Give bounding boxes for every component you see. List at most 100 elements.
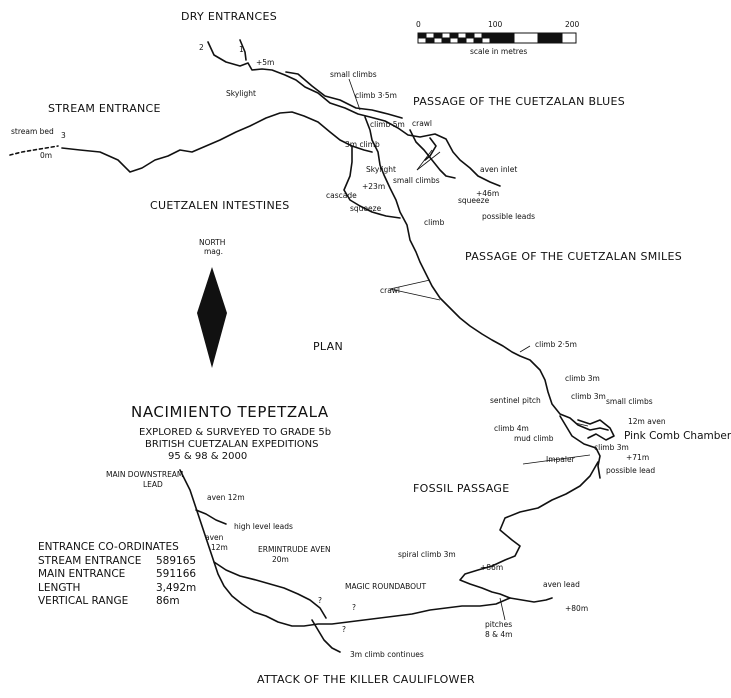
label-climb-3-5: climb 3·5m	[355, 91, 397, 100]
passage-pink-comb-loop	[577, 419, 615, 441]
passage-cascade-link	[343, 145, 401, 219]
coord-label: MAIN ENTRANCE	[38, 568, 126, 580]
north-label: NORTH	[199, 238, 226, 247]
map-subtitle-1: EXPLORED & SURVEYED TO GRADE 5b	[139, 427, 332, 438]
label-pitches-2: 8 & 4m	[485, 630, 513, 639]
coord-row: LENGTH 3,492m	[38, 582, 196, 596]
label-climb-5: climb 5m	[370, 120, 405, 129]
label-entrance-3: 3	[61, 131, 66, 140]
north-mag-label: mag.	[204, 247, 224, 256]
passage-high-level	[195, 509, 227, 525]
label-climb-4m: climb 4m	[494, 424, 529, 433]
label-climb-continues: 3m climb continues	[350, 650, 424, 659]
entrance-coordinates: ENTRANCE CO-ORDINATES STREAM ENTRANCE 589…	[38, 541, 196, 609]
q-mark-2: ?	[342, 625, 346, 634]
q-mark-3: ?	[352, 603, 356, 612]
scale-bar	[417, 32, 577, 44]
label-0m: 0m	[40, 151, 53, 160]
north-arrow-icon	[197, 267, 227, 368]
passage-blues-upper	[285, 71, 403, 119]
label-mud-climb: mud climb	[514, 434, 554, 443]
coord-value: 591166	[156, 568, 197, 580]
label-stream-bed: stream bed	[11, 127, 54, 136]
label-main-downstream-1: MAIN DOWNSTREAM	[106, 470, 184, 479]
coord-label: LENGTH	[38, 581, 81, 594]
coord-value: 589165	[156, 554, 197, 567]
label-climb-mid: climb	[424, 218, 445, 227]
coord-label: VERTICAL RANGE	[38, 595, 129, 607]
label-skylight-mid: Skylight	[366, 165, 396, 174]
passage-pink-comb	[559, 415, 601, 479]
label-climb-3m-c: climb 3m	[594, 443, 629, 452]
map-title: NACIMIENTO TEPETZALA	[131, 403, 329, 421]
label-aven-left-2: 12m	[211, 543, 228, 552]
passage-inner-loop	[213, 561, 327, 619]
label-spiral-climb: spiral climb 3m	[398, 550, 456, 559]
coord-label: STREAM ENTRANCE	[38, 554, 142, 567]
passage-main-trunk	[364, 116, 609, 431]
label-cuetzalen-intestines: CUETZALEN INTESTINES	[150, 199, 290, 212]
label-entrance-1: 1	[239, 45, 244, 54]
label-cuetzalan-smiles: PASSAGE OF THE CUETZALAN SMILES	[465, 250, 683, 263]
label-magic-roundabout: MAGIC ROUNDABOUT	[345, 582, 427, 591]
label-killer-cauliflower: ATTACK OF THE KILLER CAULIFLOWER	[257, 673, 475, 686]
label-impaler: Impaler	[546, 455, 575, 464]
scale-tick-100: 100	[488, 20, 503, 29]
label-aven-12-right: 12m aven	[628, 417, 666, 426]
label-climb-2-5: climb 2·5m	[535, 340, 577, 349]
coord-row: MAIN ENTRANCE 591166	[38, 568, 196, 582]
passage-side-crawl-2	[424, 137, 437, 161]
label-main-downstream-2: LEAD	[143, 480, 163, 489]
passage-killer-cauliflower	[311, 619, 341, 653]
label-possible-lead: possible lead	[606, 466, 656, 475]
label-erminthrude-depth: 20m	[272, 555, 289, 564]
label-plus86: +86m	[480, 563, 504, 572]
q-mark-1: ?	[318, 596, 322, 605]
label-climb-3m-b: climb 3m	[571, 392, 606, 401]
label-aven-lead: aven lead	[543, 580, 580, 589]
coord-row: VERTICAL RANGE 86m	[38, 595, 196, 609]
label-plan: PLAN	[313, 340, 343, 353]
passage-dry-entrance	[207, 41, 501, 187]
passage-stream-intestines	[61, 111, 373, 173]
label-cuetzalan-blues: PASSAGE OF THE CUETZALAN BLUES	[413, 95, 626, 108]
map-subtitle-3: 95 & 98 & 2000	[168, 451, 248, 462]
label-entrance-2: 2	[199, 43, 204, 52]
coord-value: 86m	[156, 595, 180, 607]
stream-bed	[9, 145, 59, 156]
map-subtitle-2: BRITISH CUETZALAN EXPEDITIONS	[145, 439, 319, 450]
label-plus80: +80m	[565, 604, 589, 613]
label-3m-climb: 3m climb	[345, 140, 380, 149]
label-climb-3m-a: climb 3m	[565, 374, 600, 383]
label-skylight-top: Skylight	[226, 89, 256, 98]
label-pitches-1: pitches	[485, 620, 513, 629]
label-plus5: +5m	[256, 58, 275, 67]
scale-caption: scale in metres	[470, 47, 528, 56]
label-pink-comb-chamber: Pink Comb Chamber	[624, 430, 731, 442]
label-small-climbs-mid: small climbs	[393, 176, 440, 185]
label-crawl-mid: crawl	[380, 286, 401, 295]
label-squeeze-right: squeeze	[458, 196, 490, 205]
label-aven-left-1: aven	[205, 533, 224, 542]
label-dry-entrances: DRY ENTRANCES	[181, 10, 277, 23]
label-plus71: +71m	[626, 453, 650, 462]
scale-tick-0: 0	[416, 20, 421, 29]
coord-value: 3,492m	[156, 581, 197, 594]
coord-row: STREAM ENTRANCE 589165	[38, 555, 196, 569]
passage-lower-loop	[179, 469, 511, 627]
passage-fossil	[459, 461, 599, 603]
passage-dry-entrance-2	[239, 39, 247, 61]
label-sentinel-pitch: sentinel pitch	[490, 396, 541, 405]
passage-side-crawl	[409, 129, 456, 179]
label-plus46: +46m	[476, 189, 500, 198]
label-high-level-leads: high level leads	[234, 522, 293, 531]
label-possible-leads: possible leads	[482, 212, 536, 221]
label-plus23: +23m	[362, 182, 386, 191]
label-aven-inlet: aven inlet	[480, 165, 518, 174]
label-erminthrude-aven: ERMINTRUDE AVEN	[258, 545, 331, 554]
label-small-climbs-top: small climbs	[330, 70, 377, 79]
label-small-climbs-right: small climbs	[606, 397, 653, 406]
coordinates-heading: ENTRANCE CO-ORDINATES	[38, 541, 179, 553]
label-cascade: cascade	[326, 191, 357, 200]
